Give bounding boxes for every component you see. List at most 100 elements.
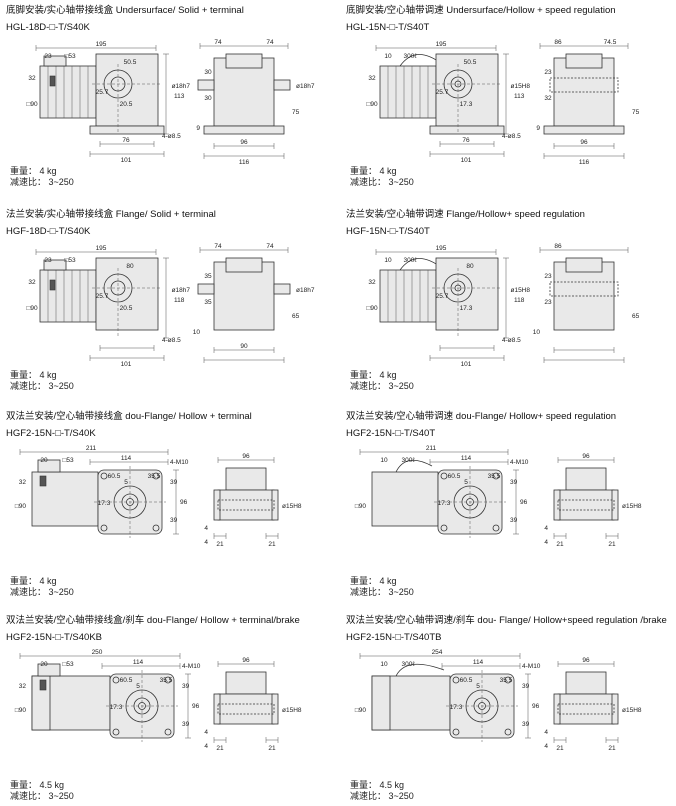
dimension-label: 10	[384, 257, 392, 264]
dimension-label: 195	[96, 41, 107, 48]
ratio-text: 减速比： 3~250	[10, 177, 74, 187]
dimension-label: 4	[544, 539, 548, 546]
dimension-label: 101	[121, 361, 132, 368]
dimension-label: □53	[62, 661, 74, 668]
dimension-label: 195	[96, 245, 107, 252]
dimension-label: 39	[510, 479, 518, 486]
weight-text: 重量： 4 kg	[10, 576, 57, 586]
dimension-label: 10	[380, 457, 388, 464]
terminal-box	[37, 459, 61, 473]
dimension-label: 118	[174, 297, 185, 304]
side-top-boss	[565, 467, 607, 491]
dimension-label: 4-M10	[510, 459, 529, 466]
dimension-label: 96	[580, 139, 588, 146]
dimension-label: 32	[544, 95, 552, 102]
dimension-label: 76	[462, 137, 470, 144]
dimension-label: 60.5	[108, 473, 121, 480]
dimension-label: 17.3	[438, 500, 451, 507]
dimension-label: 20.5	[120, 305, 133, 312]
dimension-label: 90	[240, 343, 248, 350]
shaft-right	[273, 283, 291, 295]
dimension-label: □90	[15, 503, 27, 510]
dimension-label: 4	[204, 525, 208, 532]
dimension-label: 32	[28, 279, 36, 286]
gearbox-housing	[435, 257, 499, 331]
dimension-label: □90	[366, 101, 378, 108]
dimension-label: 32	[28, 75, 36, 82]
dimension-label: 4-ø8.5	[502, 337, 521, 344]
dimension-label: 114	[133, 659, 144, 666]
dimension-label: 75	[292, 109, 300, 116]
weight-text: 重量： 4 kg	[10, 370, 57, 380]
shaft-left	[197, 79, 215, 91]
panel-title: 法兰安装/空心轴带调速 Flange/Hollow+ speed regulat…	[346, 209, 585, 220]
dimension-label: 23	[544, 69, 552, 76]
dimension-label: 23	[544, 273, 552, 280]
dimension-label: 10	[384, 53, 392, 60]
side-top-boss	[225, 257, 263, 273]
dimension-label: 300ℓ	[402, 661, 416, 668]
flange-plate-left	[213, 489, 221, 521]
terminal-box	[43, 55, 67, 67]
dimension-label: 4	[544, 525, 548, 532]
gearbox-side-view	[217, 489, 275, 521]
model-code: HGF-18D-□-T/S40K	[6, 226, 91, 237]
terminal-block	[39, 679, 47, 691]
terminal-block	[49, 279, 56, 291]
dimension-label: 4-M10	[522, 663, 541, 670]
weight-text: 重量： 4.5 kg	[10, 780, 65, 790]
dimension-label: 116	[239, 159, 250, 166]
dimension-label: 39	[182, 683, 190, 690]
dimension-label: 20	[40, 457, 48, 464]
model-code: HGF2-15N-□-T/S40K	[6, 428, 96, 439]
model-code: HGF-15N-□-T/S40T	[346, 226, 430, 237]
dimension-label: 32	[19, 683, 27, 690]
ratio-text: 减速比： 3~250	[350, 791, 414, 801]
dimension-label: 50.5	[124, 59, 137, 66]
panel-title: 底脚安装/空心轴带调速 Undersurface/Hollow + speed …	[346, 5, 616, 16]
dimension-label: ø15H8	[282, 707, 302, 714]
dimension-label: □53	[64, 53, 76, 60]
dimension-label: 25.7	[436, 293, 449, 300]
dimension-label: 21	[608, 745, 616, 752]
gearbox-housing	[95, 53, 159, 127]
dimension-label: 195	[436, 245, 447, 252]
specs: 重量： 4.5 kg 减速比： 3~250	[350, 780, 414, 802]
dimension-label: 254	[432, 649, 443, 656]
bolt-hole	[452, 728, 460, 736]
dimension-label: □53	[64, 257, 76, 264]
bolt-hole	[492, 524, 500, 532]
dimension-label: 39	[510, 517, 518, 524]
side-top-boss	[225, 53, 263, 69]
dimension-label: 4	[204, 743, 208, 750]
dimension-label: ø15H8	[622, 503, 642, 510]
specs: 重量： 4 kg 减速比： 3~250	[350, 576, 414, 598]
cable	[395, 663, 445, 677]
model-code: HGF2-15N-□-T/S40T	[346, 428, 436, 439]
terminal-block	[39, 475, 47, 487]
dimension-label: 116	[579, 159, 590, 166]
dimension-label: 50.5	[464, 59, 477, 66]
bolt-hole	[164, 728, 172, 736]
bolt-hole	[504, 728, 512, 736]
dimension-label: 211	[86, 445, 97, 452]
brake-unit	[371, 675, 391, 731]
panel-title: 法兰安装/实心轴带接线盒 Flange/ Solid + terminal	[6, 209, 216, 220]
dimension-label: □90	[355, 707, 367, 714]
dimension-label: 96	[532, 703, 540, 710]
panel-1: 底脚安装/实心轴带接线盒 Undersurface/ Solid + termi…	[6, 2, 336, 196]
dimension-label: 35.5	[488, 473, 501, 480]
dimension-label: 39	[182, 721, 190, 728]
flange-plate-right	[611, 489, 619, 521]
dimension-label: 96	[582, 453, 590, 460]
dimension-label: 96	[242, 453, 250, 460]
dimension-label: 21	[556, 541, 564, 548]
ratio-text: 减速比： 3~250	[350, 587, 414, 597]
panel-title: 双法兰安装/空心轴带接线盒 dou-Flange/ Hollow + termi…	[6, 411, 252, 422]
dimension-label: 5	[476, 683, 480, 690]
hollow-bore	[549, 281, 619, 297]
dimension-label: □90	[355, 503, 367, 510]
